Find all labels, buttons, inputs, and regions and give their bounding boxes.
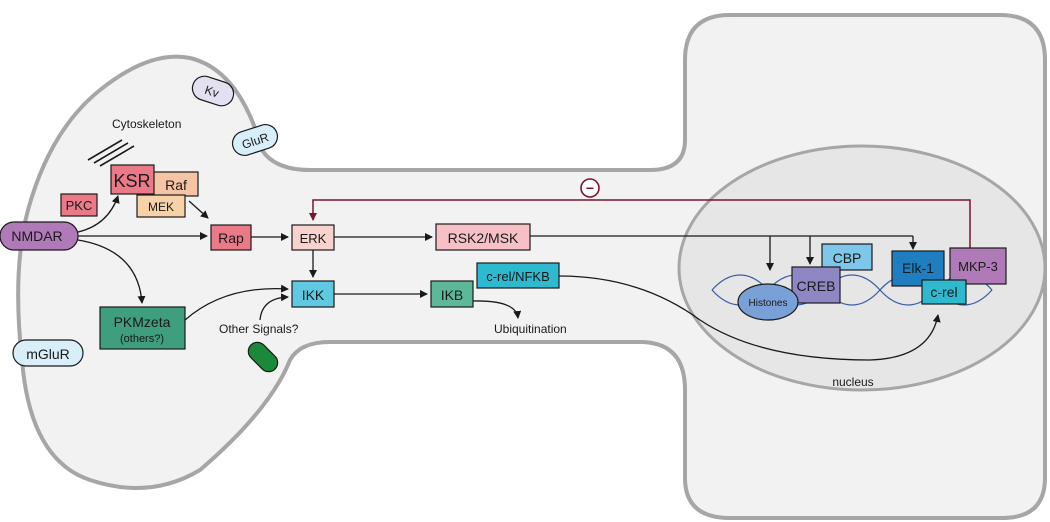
arrow-nmdar-ksr	[77, 195, 120, 233]
mkp3-label: MKP-3	[958, 259, 998, 274]
pkc-label: PKC	[66, 198, 93, 213]
rsk2-to-nucleus	[530, 235, 917, 271]
ksr-node[interactable]	[110, 164, 155, 195]
cbp-label: CBP	[833, 250, 862, 266]
kv-channel[interactable]	[189, 73, 236, 109]
histones-node[interactable]	[737, 283, 799, 321]
inhibit-symbol	[580, 178, 600, 198]
histones-label: Histones	[749, 298, 788, 309]
mkp3-inhibition-line	[309, 199, 971, 248]
cytoskeleton-lines	[87, 139, 135, 167]
ubiquitination-label: Ubiquitination	[494, 322, 567, 336]
rsk2-msk-label: RSK2/MSK	[448, 230, 519, 246]
rsk2-msk-node[interactable]	[435, 223, 531, 251]
mglur-label: mGluR	[26, 346, 70, 362]
other-signals-label: Other Signals?	[219, 322, 299, 336]
glur-receptor[interactable]	[229, 121, 280, 158]
arrow-nmdar-pkmzeta	[77, 239, 146, 304]
erk-label: ERK	[300, 231, 327, 246]
arrow-crel-nucleus	[558, 275, 941, 361]
arrow-mek-rap	[188, 200, 209, 219]
pkmzeta-label: PKMzeta	[114, 314, 171, 330]
pkmzeta-node[interactable]	[99, 306, 186, 350]
elk1-label: Elk-1	[902, 260, 934, 276]
raf-label: Raf	[165, 177, 187, 193]
ikb-node[interactable]	[430, 280, 474, 308]
inhibit-symbol-label: −	[586, 180, 594, 196]
pkmzeta-sub-label: (others?)	[120, 333, 164, 345]
crel-nfkb-label: c-rel/NFKB	[486, 269, 550, 284]
ikb-label: IKB	[441, 287, 464, 303]
arrow-pkmzeta-ikk	[184, 284, 289, 321]
rap-node[interactable]	[210, 224, 252, 251]
nucleus-label: nucleus	[832, 375, 873, 389]
mglur-receptor[interactable]	[12, 339, 84, 367]
crel-nfkb-node[interactable]	[476, 262, 560, 289]
raf-node[interactable]	[149, 171, 199, 197]
crel-node[interactable]	[921, 279, 967, 305]
cytoskeleton-label: Cytoskeleton	[112, 117, 181, 131]
ksr-label: KSR	[113, 171, 150, 191]
erk-node[interactable]	[291, 224, 335, 251]
ikk-label: IKK	[302, 287, 325, 303]
creb-label: CREB	[797, 278, 836, 294]
crel-label: c-rel	[930, 284, 957, 300]
rap-label: Rap	[218, 230, 244, 246]
kv-label: Kv	[203, 83, 221, 101]
pathway-arrows	[77, 195, 941, 361]
nmdar-label: NMDAR	[11, 228, 62, 244]
mek-node[interactable]	[136, 194, 186, 218]
mek-label: MEK	[148, 200, 174, 214]
creb-node[interactable]	[791, 266, 841, 304]
cbp-node[interactable]	[821, 243, 873, 271]
mkp3-node[interactable]	[949, 247, 1007, 285]
arrow-signals-ikk	[259, 293, 289, 321]
arrow-ikb-ubiquitination	[472, 300, 522, 319]
green-receptor[interactable]	[245, 339, 282, 376]
pkc-node[interactable]	[60, 193, 98, 217]
